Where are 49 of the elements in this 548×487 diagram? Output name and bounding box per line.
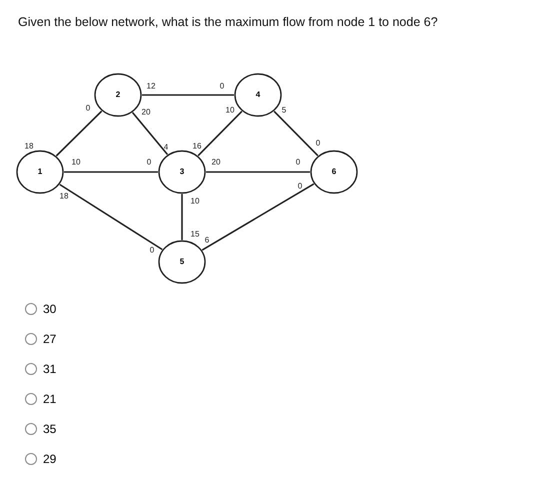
connector-line <box>198 110 242 156</box>
capacity-number: 0 <box>316 138 320 148</box>
connector-line <box>274 110 318 156</box>
answer-option: 31 <box>43 362 56 376</box>
node-label: 4 <box>254 89 262 101</box>
connector-line <box>59 184 163 250</box>
capacity-number: 0 <box>146 158 152 166</box>
capacity-number: 0 <box>86 104 90 112</box>
capacity-number: 10 <box>72 158 80 166</box>
node-label: 3 <box>178 166 186 178</box>
node-circle <box>158 150 206 194</box>
capacity-number: 0 <box>298 182 302 190</box>
capacity-number: 12 <box>146 82 156 90</box>
node-circle <box>310 150 358 194</box>
answer-option: 27 <box>43 332 56 346</box>
node-label: 2 <box>114 89 122 101</box>
connector-line <box>181 194 183 240</box>
capacity-number: 20 <box>212 158 220 166</box>
node-label: 5 <box>178 256 186 268</box>
node-circle <box>94 73 142 117</box>
capacity-number: 16 <box>192 142 202 150</box>
answer-option: 21 <box>43 392 56 406</box>
capacity-number: 10 <box>190 196 200 206</box>
capacity-number: 0 <box>150 246 154 254</box>
capacity-number: 15 <box>190 230 200 238</box>
connector-line <box>202 183 314 251</box>
capacity-number: 20 <box>142 108 150 116</box>
connector-line <box>206 171 310 173</box>
capacity-number: 18 <box>60 192 68 200</box>
capacity-number: 5 <box>282 106 286 114</box>
answer-option: 29 <box>43 452 56 466</box>
answer-option: 35 <box>43 422 56 436</box>
capacity-number: 0 <box>296 158 300 166</box>
node-circle <box>158 240 206 284</box>
answer-option: 30 <box>43 302 56 316</box>
connector-line <box>64 171 158 173</box>
connector-line <box>56 110 102 156</box>
connector-line <box>142 94 234 96</box>
question-text: Given the below network, what is the maximum flow from node 1 to node 6? <box>18 15 438 29</box>
capacity-number: 10 <box>226 106 234 114</box>
connector-line <box>132 112 168 156</box>
node-circle <box>234 73 282 117</box>
capacity-number: 0 <box>220 82 224 90</box>
node-circle <box>16 150 64 194</box>
capacity-number: 18 <box>24 142 34 150</box>
capacity-number: 4 <box>164 142 168 152</box>
node-label: 6 <box>330 166 338 178</box>
node-label: 1 <box>36 166 44 178</box>
capacity-number: 6 <box>204 236 210 244</box>
